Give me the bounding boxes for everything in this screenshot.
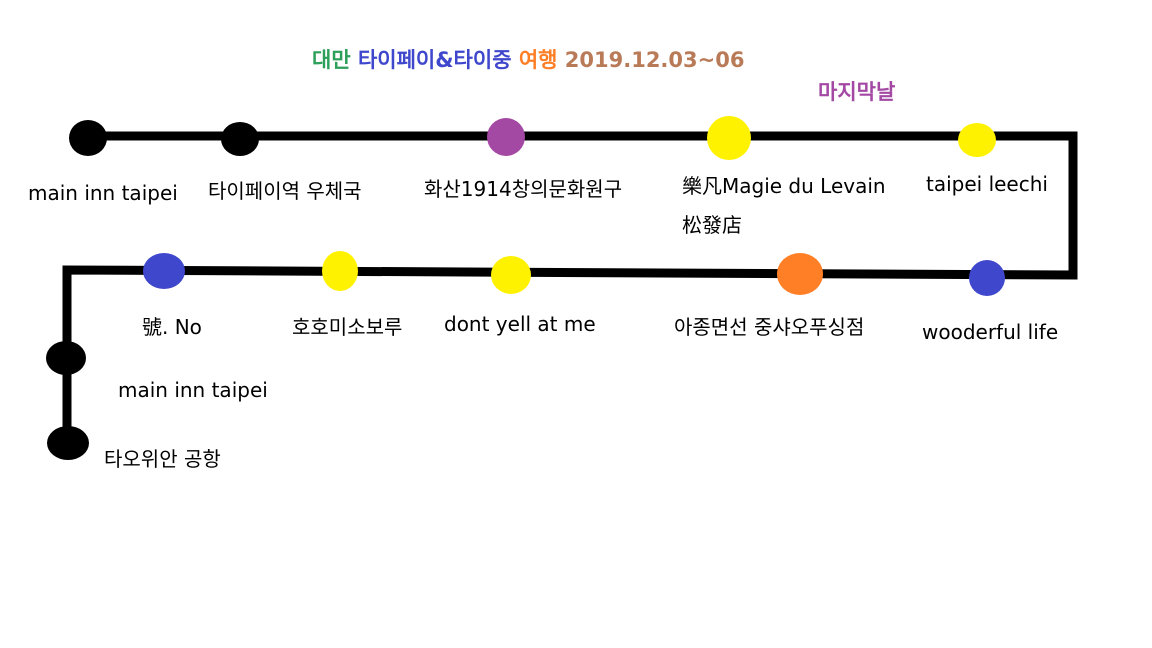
stop-label-12: 타오위안 공항 xyxy=(104,447,221,471)
stop-marker-5 xyxy=(958,123,996,157)
title-city-taipei: 타이페이 xyxy=(357,48,436,72)
stop-label-7: 아종면선 중샤오푸싱점 xyxy=(674,315,865,339)
stop-marker-2 xyxy=(221,122,259,156)
stop-label-10: 號. No xyxy=(142,315,202,339)
stop-label-4: 樂凡Magie du Levain xyxy=(682,174,886,198)
stop-marker-7 xyxy=(777,253,823,295)
stop-label-6: wooderful life xyxy=(922,320,1059,344)
stop-marker-4 xyxy=(707,116,751,160)
stop-marker-6 xyxy=(969,260,1005,296)
stop-label-1: main inn taipei xyxy=(28,181,178,205)
stop-label-4-sub: 松發店 xyxy=(682,213,742,237)
stop-marker-3 xyxy=(487,118,525,156)
stop-label-11: main inn taipei xyxy=(118,378,268,402)
title-dates: 2019.12.03~06 xyxy=(564,48,745,72)
title-country: 대만 xyxy=(312,48,351,72)
trip-title: 대만 타이페이&타이중 여행 2019.12.03~06 xyxy=(312,44,744,74)
stop-label-3: 화산1914창의문화원구 xyxy=(424,177,623,201)
title-trip: 여행 xyxy=(518,48,558,72)
day-label: 마지막날 xyxy=(818,80,896,104)
stop-label-2: 타이페이역 우체국 xyxy=(208,179,362,203)
stop-marker-11 xyxy=(46,341,86,375)
stop-marker-9 xyxy=(322,251,358,291)
stop-marker-10 xyxy=(143,253,185,289)
stop-marker-12 xyxy=(47,426,89,460)
stop-marker-1 xyxy=(69,120,107,156)
title-city-taichung: &타이중 xyxy=(435,48,512,72)
stops-layer xyxy=(46,116,1005,460)
stop-label-9: 호호미소보루 xyxy=(292,315,403,339)
stop-label-8: dont yell at me xyxy=(444,312,596,336)
stop-label-5: taipei leechi xyxy=(926,172,1048,196)
stop-marker-8 xyxy=(491,256,531,294)
